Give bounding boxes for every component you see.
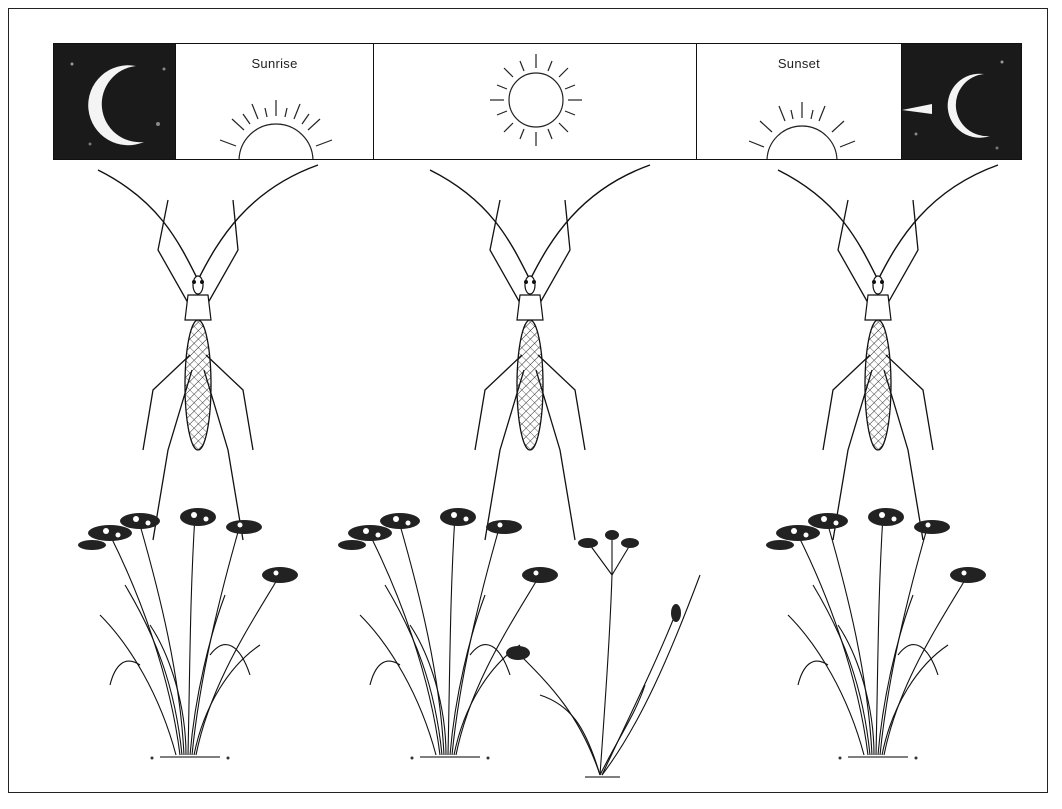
weed-plant-middle [506,530,700,777]
insect-middle [430,165,650,540]
crescent-moon-icon [54,44,176,159]
rice-plant-right [766,508,986,760]
sun-icon [374,44,696,159]
night-panel-left [54,44,176,159]
rice-plant-middle [338,508,558,760]
setting-sun-icon [697,44,903,159]
insect-left [98,165,318,540]
night-panel-right [902,44,1021,159]
time-of-day-strip: Sunrise [53,43,1022,160]
sunset-panel: Sunset [697,44,903,159]
rice-plant-left [78,508,298,760]
midday-panel [374,44,696,159]
sunrise-panel: Sunrise [176,44,375,159]
crescent-moon-icon [902,44,1021,159]
insect-right [778,165,998,540]
insect-plant-scene [0,160,1062,792]
rising-sun-icon [176,44,375,159]
